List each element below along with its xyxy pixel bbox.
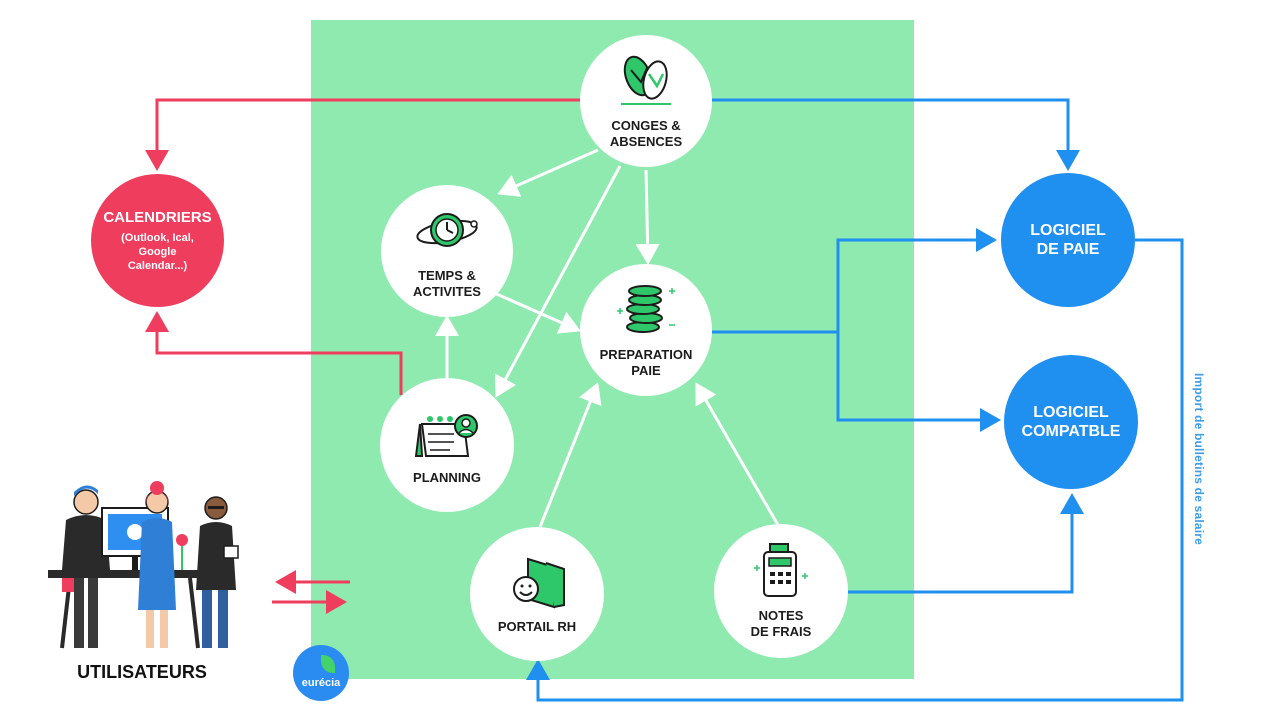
import-bulletins-label: Import de bulletins de salaire <box>1192 373 1206 546</box>
node-preparation-label-line2: PAIE <box>631 363 661 378</box>
node-conges-label-line1: CONGES & <box>611 118 681 133</box>
node-notes-label-line1: NOTES <box>758 608 804 623</box>
arrow-conges-to-temps <box>497 148 599 197</box>
node-logiciel-de-paie[interactable]: LOGICIEL DE PAIE <box>1001 173 1135 307</box>
users-illustration <box>48 481 239 649</box>
arrow-notes-to-logiciel-compta <box>847 493 1084 594</box>
users-title: UTILISATEURS <box>77 662 207 682</box>
node-planning-label: PLANNING <box>413 470 481 485</box>
arrow-logiciel-paie-to-portail <box>526 238 1184 702</box>
smiley-document-icon <box>513 557 565 609</box>
node-temps-activites[interactable]: TEMPS & ACTIVITES <box>381 185 513 317</box>
arrow-preparation-to-logiciel-paie <box>712 228 997 334</box>
node-calendriers-label: CALENDRIERS <box>103 208 212 226</box>
node-calendriers[interactable]: CALENDRIERS (Outlook, Ical, Google Calen… <box>91 174 224 307</box>
node-calendriers-sub-line2: Google <box>138 245 177 258</box>
node-notes-label-line2: DE FRAIS <box>750 624 812 639</box>
node-portail-rh[interactable]: PORTAIL RH <box>470 527 604 661</box>
arrow-preparation-to-logiciel-compta <box>836 332 1001 432</box>
node-logiciel-compatble[interactable]: LOGICIEL COMPATBLE <box>1004 355 1138 489</box>
arrow-portail-to-preparation <box>538 382 602 528</box>
payment-terminal-icon <box>754 543 808 597</box>
clock-icon <box>416 213 478 247</box>
node-logiciel-compta-line1: LOGICIEL <box>1033 404 1109 421</box>
eurecia-logo-text: eurécia <box>301 677 341 689</box>
node-temps-label-line2: ACTIVITES <box>413 284 481 299</box>
eurecia-logo: eurécia <box>293 645 349 701</box>
node-calendriers-sub-line3: Calendar...) <box>127 259 188 272</box>
node-logiciel-compta-line2: COMPATBLE <box>1021 423 1121 440</box>
node-portail-label: PORTAIL RH <box>497 619 577 634</box>
coins-icon <box>617 285 675 333</box>
arrow-conges-to-preparation <box>635 169 660 265</box>
arrow-conges-to-calendriers <box>145 98 580 171</box>
node-planning[interactable]: PLANNING <box>380 378 514 512</box>
node-preparation-paie[interactable]: PREPARATION PAIE <box>580 264 712 396</box>
sandals-icon <box>621 55 671 105</box>
node-temps-label-line1: TEMPS & <box>418 268 476 283</box>
node-notes-de-frais[interactable]: NOTES DE FRAIS <box>714 524 848 658</box>
node-logiciel-paie-line2: DE PAIE <box>1036 241 1100 258</box>
calendar-icon <box>414 414 478 457</box>
arrow-conges-to-planning <box>494 165 622 398</box>
node-preparation-label-line1: PREPARATION <box>599 347 693 362</box>
node-logiciel-paie-line1: LOGICIEL <box>1030 222 1106 239</box>
arrow-conges-to-logiciel-paie <box>712 98 1080 171</box>
node-calendriers-sub-line1: (Outlook, Ical, <box>121 231 194 244</box>
arrow-notes-to-preparation <box>695 382 780 526</box>
node-conges-label-line2: ABSENCES <box>609 134 683 149</box>
leaf-icon <box>321 655 335 673</box>
node-conges-absences[interactable]: CONGES & ABSENCES <box>580 35 712 167</box>
arrow-temps-to-preparation <box>491 290 581 334</box>
arrow-planning-to-calendriers <box>145 311 403 395</box>
